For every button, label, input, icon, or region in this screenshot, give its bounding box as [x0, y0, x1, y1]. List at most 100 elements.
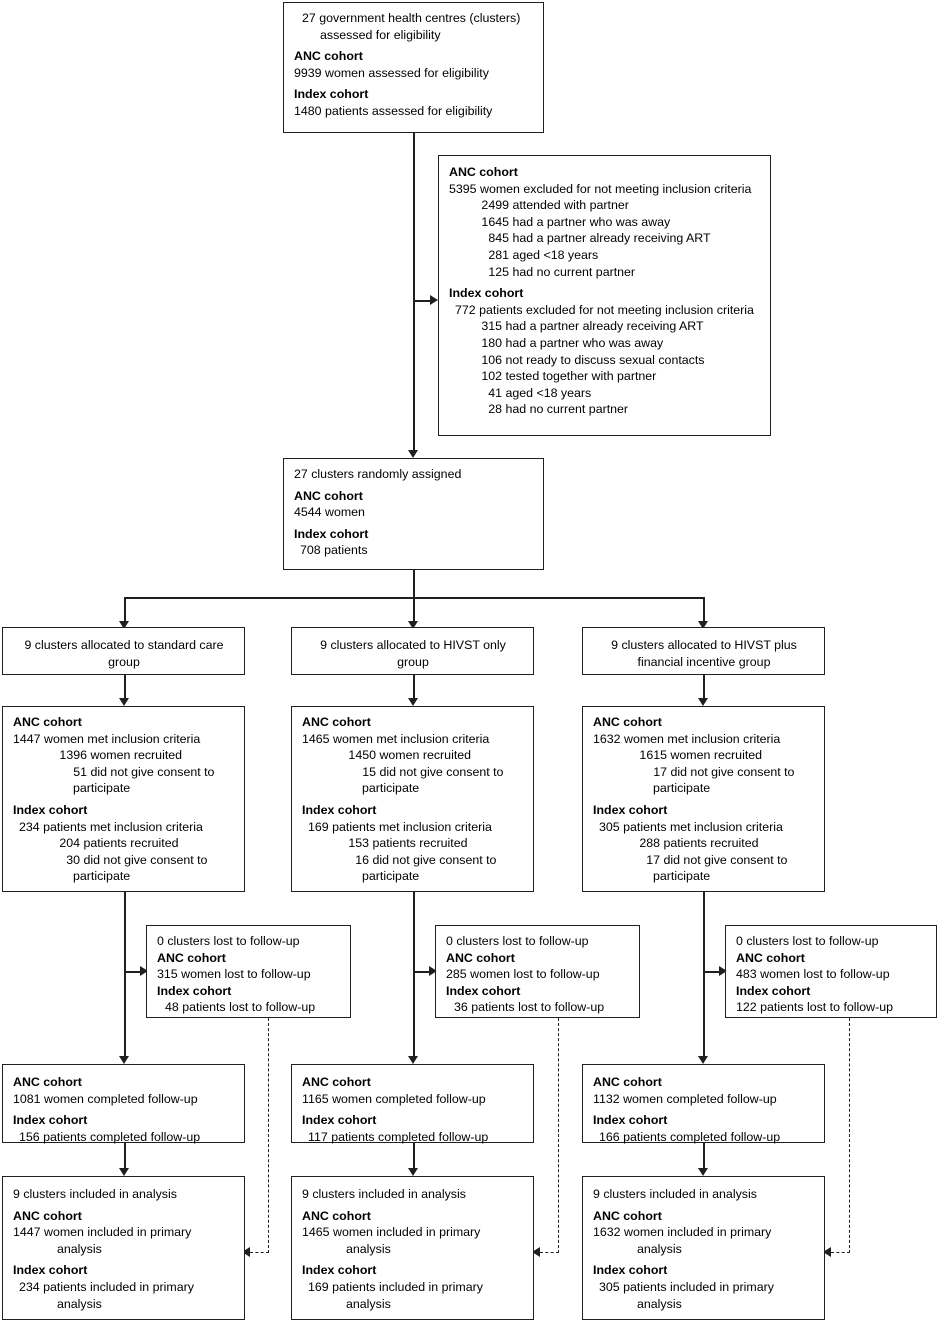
ltfu-index-line: 122 patients lost to follow-up	[736, 1000, 894, 1015]
noconsent-count: 17	[646, 852, 660, 867]
analysis-clusters: 9 clusters included in analysis	[13, 1187, 177, 1201]
noconsent-text: did not give consent to	[663, 852, 788, 867]
recruitment-index-header: Index cohort	[302, 802, 377, 817]
connector-to-ltfu-1	[124, 971, 141, 973]
reason-count: 845	[488, 231, 509, 246]
connector-to-ltfu-3	[703, 971, 720, 973]
recruitment-box-3: ANC cohort 1632 women met inclusion crit…	[582, 706, 825, 892]
ltfu-index-line: 48 patients lost to follow-up	[165, 1000, 316, 1015]
analysis-anc-line: 1632 women included in primary	[593, 1225, 772, 1240]
connector-completed2-to-analysis2	[413, 1143, 415, 1170]
noconsent-count: 30	[66, 852, 80, 867]
arrow-into-analysis-3	[698, 1168, 709, 1176]
excluded-anc-reason: 2499 attended with partner	[449, 197, 761, 214]
allocation-line1: 9 clusters allocated to HIVST only	[320, 638, 506, 652]
connector-to-ltfu-2	[413, 971, 430, 973]
lost-to-followup-box-1: 0 clusters lost to follow-up ANC cohort …	[146, 925, 351, 1018]
reason-count: 125	[488, 264, 509, 279]
allocation-line2: group	[397, 654, 429, 669]
noconsent-count: 17	[653, 764, 667, 779]
connector-branch-left	[124, 597, 126, 623]
connector-alloc3-to-recruit3	[703, 675, 705, 700]
recruitment-index-noconsent: 30 did not give consent to	[13, 852, 235, 869]
recruited-count: 153	[348, 836, 369, 851]
analysis-index-header: Index cohort	[13, 1263, 88, 1278]
excluded-anc-reason: 281 aged <18 years	[449, 247, 761, 264]
recruitment-index-recruited: 153 patients recruited	[302, 835, 524, 852]
recruitment-index-met: 305 patients met inclusion criteria	[599, 819, 783, 834]
enrolment-anc-line: 9939 women assessed for eligibility	[294, 65, 489, 80]
enrolment-clusters-line2: assessed for eligibility	[320, 27, 441, 42]
excluded-anc-header: ANC cohort	[449, 165, 518, 179]
completed-index-header: Index cohort	[593, 1113, 668, 1128]
dashed-connector-ltfu2-horizontal	[540, 1252, 559, 1253]
excluded-index-header: Index cohort	[449, 286, 524, 301]
analysis-index-line2: analysis	[637, 1296, 682, 1311]
ltfu-index-header: Index cohort	[157, 983, 232, 998]
connector-recruit1-to-completed1	[124, 892, 126, 1058]
excluded-box: ANC cohort 5395 women excluded for not m…	[438, 155, 771, 436]
recruitment-box-1: ANC cohort 1447 women met inclusion crit…	[2, 706, 245, 892]
reason-count: 106	[481, 352, 502, 367]
reason-count: 180	[481, 335, 502, 350]
recruitment-anc-recruited: 1615 women recruited	[593, 747, 815, 764]
arrow-into-ltfu-2	[429, 966, 437, 977]
recruited-text: patients recruited	[372, 836, 468, 851]
analysis-clusters: 9 clusters included in analysis	[302, 1187, 466, 1201]
randomisation-index-line: 708 patients	[300, 543, 368, 558]
reason-text: had no current partner	[505, 402, 629, 417]
reason-text: tested together with partner	[505, 369, 657, 384]
recruitment-anc-met: 1632 women met inclusion criteria	[593, 731, 781, 746]
recruitment-anc-recruited: 1450 women recruited	[302, 747, 524, 764]
arrow-into-analysis-1	[119, 1168, 130, 1176]
recruitment-anc-header: ANC cohort	[13, 715, 82, 729]
recruitment-index-recruited: 288 patients recruited	[593, 835, 815, 852]
recruitment-index-met: 234 patients met inclusion criteria	[19, 819, 203, 834]
arrow-into-analysis-2	[408, 1168, 419, 1176]
arrow-into-ltfu-3	[719, 966, 727, 977]
enrolment-anc-header: ANC cohort	[294, 49, 363, 64]
completed-anc-line: 1165 women completed follow-up	[302, 1091, 486, 1106]
analysis-anc-line2: analysis	[346, 1241, 391, 1256]
connector-enrolment-to-randomisation	[413, 133, 415, 452]
recruitment-box-2: ANC cohort 1465 women met inclusion crit…	[291, 706, 534, 892]
reason-count: 2499	[481, 198, 509, 213]
excluded-index-reason: 28 had no current partner	[449, 401, 761, 418]
noconsent-text: did not give consent to	[90, 764, 215, 779]
lost-to-followup-box-3: 0 clusters lost to follow-up ANC cohort …	[725, 925, 937, 1018]
recruitment-index-header: Index cohort	[13, 802, 88, 817]
connector-randomisation-stem	[413, 570, 415, 623]
allocation-line2: group	[108, 654, 140, 669]
analysis-anc-line: 1465 women included in primary	[302, 1225, 481, 1240]
excluded-index-reason: 41 aged <18 years	[449, 385, 761, 402]
noconsent-text: did not give consent to	[83, 852, 208, 867]
randomisation-box: 27 clusters randomly assigned ANC cohort…	[283, 458, 544, 570]
analysis-anc-line2: analysis	[637, 1241, 682, 1256]
ltfu-anc-header: ANC cohort	[736, 950, 805, 965]
analysis-clusters: 9 clusters included in analysis	[593, 1187, 757, 1201]
allocation-box-1: 9 clusters allocated to standard care gr…	[2, 627, 245, 675]
excluded-index-reason: 315 had a partner already receiving ART	[449, 318, 761, 335]
noconsent-count: 16	[355, 852, 369, 867]
reason-text: attended with partner	[512, 198, 629, 213]
recruited-count: 1615	[639, 748, 667, 763]
recruitment-index-noconsent: 17 did not give consent to	[593, 852, 815, 869]
reason-text: aged <18 years	[512, 247, 599, 262]
completed-anc-line: 1081 women completed follow-up	[13, 1091, 198, 1106]
completed-index-line: 156 patients completed follow-up	[19, 1129, 201, 1144]
analysis-index-line: 234 patients included in primary	[19, 1279, 194, 1294]
ltfu-anc-line: 483 women lost to follow-up	[736, 967, 890, 982]
arrow-into-ltfu-1	[140, 966, 148, 977]
connector-recruit2-to-completed2	[413, 892, 415, 1058]
arrow-into-recruitment-3	[698, 698, 709, 706]
arrow-into-completed-3	[698, 1056, 709, 1064]
connector-completed3-to-analysis3	[703, 1143, 705, 1170]
ltfu-anc-line: 285 women lost to follow-up	[446, 967, 600, 982]
recruited-text: patients recruited	[83, 836, 179, 851]
ltfu-index-line: 36 patients lost to follow-up	[454, 1000, 605, 1015]
ltfu-clusters: 0 clusters lost to follow-up	[736, 934, 879, 948]
connector-branch-right	[703, 597, 705, 623]
recruitment-anc-noconsent: 51 did not give consent to	[13, 764, 235, 781]
reason-text: not ready to discuss sexual contacts	[505, 352, 705, 367]
dashed-connector-ltfu1-horizontal	[250, 1252, 269, 1253]
